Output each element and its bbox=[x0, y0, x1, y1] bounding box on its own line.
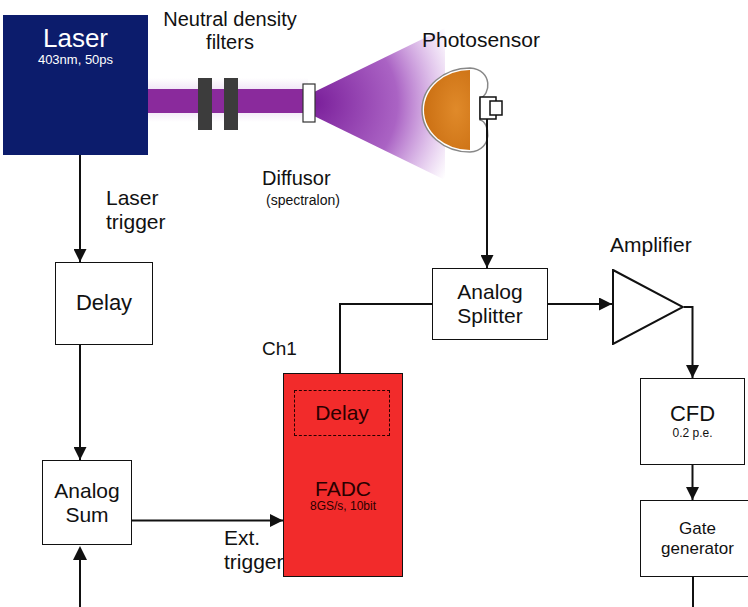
wire bbox=[79, 556, 81, 607]
signal-connector bbox=[79, 345, 81, 460]
node-subtitle: 403nm, 50ps bbox=[38, 53, 113, 68]
channel-label: Ch1 bbox=[262, 338, 297, 360]
node-subtitle: 0.2 p.e. bbox=[672, 427, 712, 440]
diffusor-plate bbox=[303, 84, 315, 122]
cfd-box: CFD0.2 p.e. bbox=[640, 378, 745, 465]
node-title: Amplifier bbox=[610, 233, 692, 257]
wire bbox=[692, 577, 694, 607]
diffusor-sublabel: (spectralon) bbox=[266, 192, 340, 208]
node-title: Laser bbox=[43, 24, 108, 53]
node-title: Delay bbox=[315, 401, 369, 425]
node-title: Gate generator bbox=[641, 519, 748, 557]
diffusor-label: Diffusor bbox=[262, 167, 331, 190]
signal-connector bbox=[548, 303, 612, 305]
signal-connector bbox=[340, 304, 432, 373]
amplifier-triangle: Amplifier bbox=[612, 269, 684, 345]
signal-connector bbox=[132, 520, 283, 522]
photosensor: Photosensor bbox=[420, 66, 504, 154]
node-title: CFD bbox=[670, 402, 715, 427]
node-title: FADC bbox=[315, 477, 371, 501]
node-title: Analog Splitter bbox=[433, 280, 547, 327]
arrow-head bbox=[73, 546, 87, 560]
node-subtitle: 8GS/s, 10bit bbox=[310, 500, 376, 513]
fadc-box: FADC8GS/s, 10bit Delay bbox=[283, 373, 403, 577]
triangle-outline bbox=[612, 269, 684, 345]
node-title: Photosensor bbox=[422, 28, 540, 52]
signal-connector bbox=[486, 154, 488, 268]
connector-label: Laser trigger bbox=[106, 186, 194, 234]
node-title: Delay bbox=[76, 291, 132, 316]
signal-connector bbox=[684, 307, 693, 378]
signal-connector bbox=[692, 465, 694, 500]
splitter-box: Analog Splitter bbox=[432, 268, 548, 340]
delay-box: Delay bbox=[55, 262, 153, 345]
sum-box: Analog Sum bbox=[42, 460, 132, 545]
bulb-drawing bbox=[420, 66, 504, 154]
inner-delay-box: Delay bbox=[294, 390, 390, 436]
node-title: Analog Sum bbox=[43, 479, 131, 526]
laser-box: Laser403nm, 50ps bbox=[3, 15, 148, 155]
signal-connector bbox=[79, 155, 81, 262]
nd-filter bbox=[224, 78, 238, 130]
nd-filter bbox=[198, 78, 212, 130]
connector-label: Ext. trigger bbox=[224, 526, 304, 574]
gate-box: Gate generator bbox=[640, 500, 748, 577]
filter-label: Neutral density filters bbox=[155, 8, 305, 54]
